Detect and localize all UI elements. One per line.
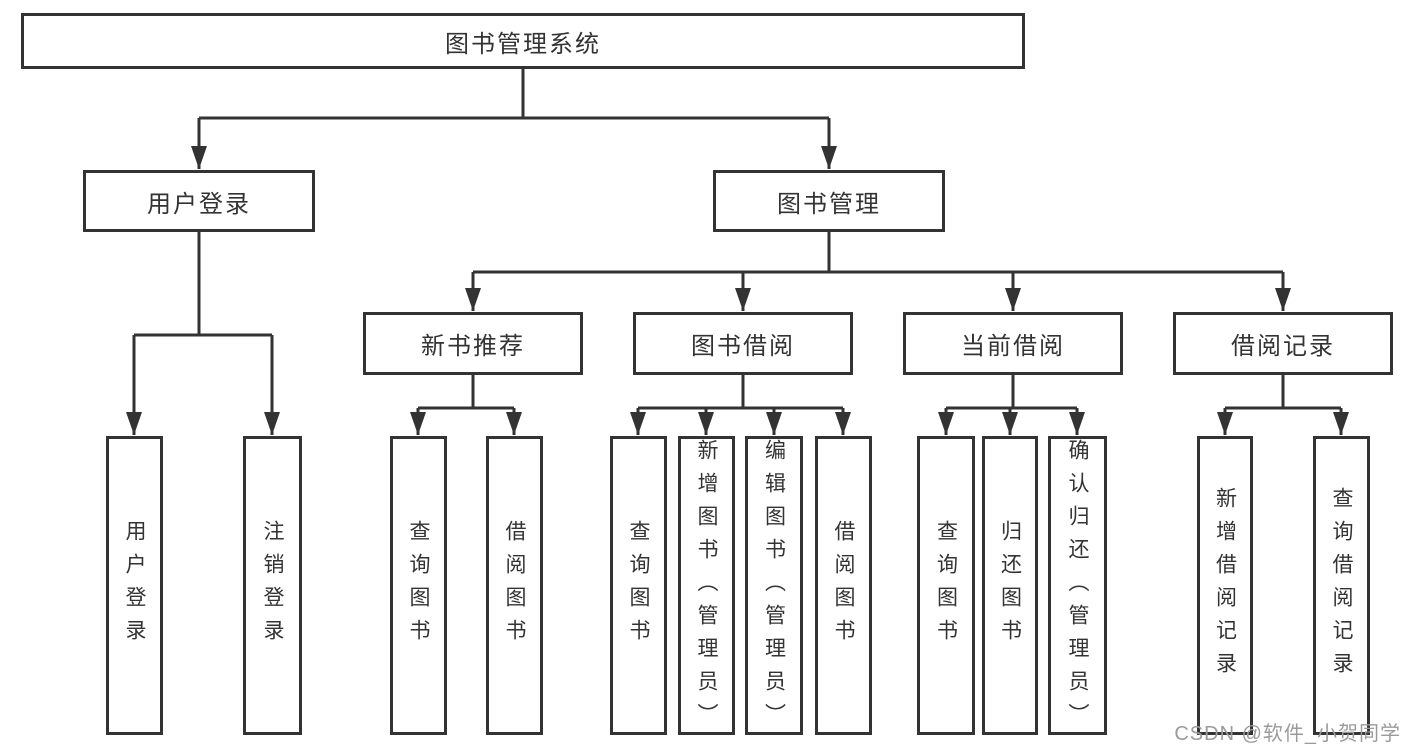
connector-current-children (938, 375, 1085, 435)
node-label: 当前借阅 (961, 333, 1065, 360)
node-label: 借阅记录 (1231, 333, 1335, 360)
leaf-borrow-books: 借阅图书 (815, 436, 872, 735)
leaf-query-borrow-record: 查询借阅记录 (1313, 436, 1370, 735)
node-book-management-system: 图书管理系统 (21, 13, 1025, 69)
watermark-text: CSDN @软件_小贺同学 (1174, 723, 1401, 745)
connector-recommend-children (410, 375, 522, 435)
leaf-user-login: 用户登录 (106, 436, 163, 735)
node-book-borrow: 图书借阅 (633, 312, 853, 375)
node-current-borrow: 当前借阅 (903, 312, 1123, 375)
node-label: 图书借阅 (691, 333, 795, 360)
node-label: 图书管理 (777, 190, 881, 218)
leaf-borrow-books: 借阅图书 (486, 436, 543, 735)
leaf-logout: 注销登录 (243, 436, 302, 735)
leaf-add-borrow-record: 新增借阅记录 (1197, 436, 1253, 735)
leaf-return-books: 归还图书 (982, 436, 1038, 735)
connector-root (191, 68, 837, 169)
node-user-login: 用户登录 (83, 170, 315, 232)
node-book-management: 图书管理 (713, 170, 945, 232)
leaf-query-books: 查询图书 (390, 436, 447, 735)
connector-borrow-children (630, 375, 851, 435)
leaf-confirm-return-admin: 确认归还（管理员） (1048, 436, 1107, 735)
node-label: 图书管理系统 (445, 30, 601, 58)
leaf-query-books: 查询图书 (917, 436, 975, 735)
connector-user-login-children (126, 232, 280, 435)
connector-book-management-children (465, 232, 1291, 311)
connector-records-children (1217, 375, 1349, 435)
node-label: 新书推荐 (421, 333, 525, 360)
leaf-add-books-admin: 新增图书（管理员） (678, 436, 735, 735)
node-new-book-recommend: 新书推荐 (363, 312, 583, 375)
node-borrow-records: 借阅记录 (1173, 312, 1393, 375)
node-label: 用户登录 (147, 190, 251, 218)
leaf-edit-books-admin: 编辑图书（管理员） (745, 436, 803, 735)
leaf-query-books: 查询图书 (610, 436, 667, 735)
